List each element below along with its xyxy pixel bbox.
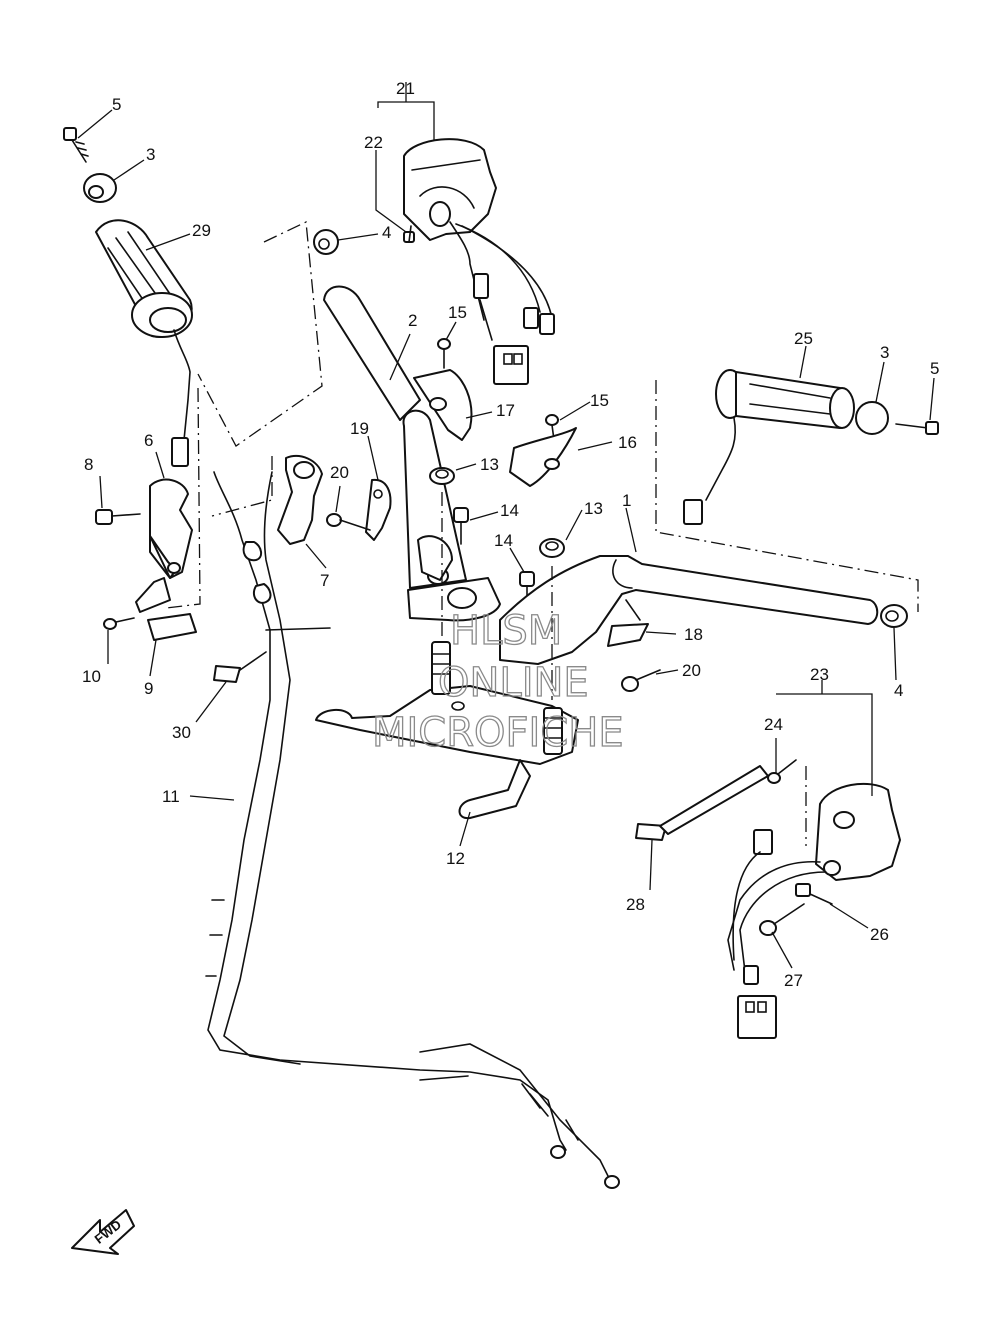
callout-13-right: 13 <box>584 499 603 518</box>
callout-15-right: 15 <box>590 391 609 410</box>
bar-end-4-right <box>880 604 908 628</box>
callout-26: 26 <box>870 925 889 944</box>
callout-4-right: 4 <box>894 681 903 700</box>
bracket-17 <box>413 369 473 441</box>
clip-18 <box>607 623 649 647</box>
cable-tie-28 <box>635 765 769 841</box>
lower-bracket-12 <box>315 641 579 820</box>
holder-7 <box>277 455 323 545</box>
holder-19 <box>365 478 392 541</box>
callout-13-left: 13 <box>480 455 499 474</box>
switch-housing-21 <box>403 138 555 385</box>
callout-19: 19 <box>350 419 369 438</box>
nut-13-right <box>539 538 565 558</box>
callout-12: 12 <box>446 849 465 868</box>
fwd-arrow: FWD <box>71 1209 135 1255</box>
indicator-lines <box>165 221 919 846</box>
bolt-20-left <box>326 513 371 531</box>
screw-26 <box>795 883 833 905</box>
callout-17: 17 <box>496 401 515 420</box>
callout-4-left: 4 <box>382 223 391 242</box>
handlebar-tube-2 <box>323 285 501 622</box>
right-grip-end-3 <box>855 401 889 435</box>
switch-assembly-23 <box>727 782 901 1039</box>
handlebar-1 <box>499 555 879 665</box>
callout-16: 16 <box>618 433 637 452</box>
callout-5-right: 5 <box>930 359 939 378</box>
callout-21: 21 <box>396 79 415 98</box>
callout-7: 7 <box>320 571 329 590</box>
callout-29: 29 <box>192 221 211 240</box>
callout-8: 8 <box>84 455 93 474</box>
callout-1: 1 <box>622 491 631 510</box>
watermark-line-1: HLSM <box>450 608 562 654</box>
bracket-16 <box>509 427 577 487</box>
left-grip-29 <box>95 219 193 467</box>
bar-end-4-left <box>313 229 339 255</box>
watermark-line-2: ONLINE <box>438 660 589 706</box>
callout-25: 25 <box>794 329 813 348</box>
callout-3-left: 3 <box>146 145 155 164</box>
callout-20-right: 20 <box>682 661 701 680</box>
bolt-15-left <box>437 338 451 369</box>
right-grip-25 <box>683 369 855 525</box>
callout-15-left: 15 <box>448 303 467 322</box>
bolt-20-right <box>621 669 661 692</box>
callout-3-right: 3 <box>880 343 889 362</box>
screw-27 <box>759 903 805 936</box>
callout-5-left: 5 <box>112 95 121 114</box>
callout-27: 27 <box>784 971 803 990</box>
watermark-line-3: MICROFICHE <box>372 710 624 756</box>
callout-24: 24 <box>764 715 783 734</box>
callout-6: 6 <box>144 431 153 450</box>
watermark: HLSM ONLINE MICROFICHE <box>371 607 624 756</box>
callout-11: 11 <box>162 787 180 806</box>
callout-14-left: 14 <box>500 501 519 520</box>
callout-23: 23 <box>810 665 829 684</box>
callout-2: 2 <box>408 311 417 330</box>
right-bolt-5 <box>895 421 939 435</box>
leader-lines <box>77 82 935 969</box>
callout-10: 10 <box>82 667 101 686</box>
callout-labels: 5 3 29 21 22 4 2 15 17 19 13 20 14 14 13… <box>82 79 939 990</box>
left-grip-end-3 <box>83 173 117 203</box>
callout-22: 22 <box>364 133 383 152</box>
holder-6 <box>149 478 193 579</box>
bolt-14-left <box>453 507 469 545</box>
cable-tie-30 <box>213 651 267 683</box>
callout-18: 18 <box>684 625 703 644</box>
callout-30: 30 <box>172 723 191 742</box>
left-bolt-5 <box>63 127 89 163</box>
switch-9 <box>135 577 197 641</box>
screw-22 <box>403 225 415 243</box>
callout-9: 9 <box>144 679 153 698</box>
callout-14-right: 14 <box>494 531 513 550</box>
throttle-cable-11 <box>205 471 620 1189</box>
bolt-8 <box>95 509 141 525</box>
bolt-15-right <box>545 414 559 441</box>
screw-10 <box>103 617 135 630</box>
callout-20-left: 20 <box>330 463 349 482</box>
nut-13-left <box>429 467 455 485</box>
callout-28: 28 <box>626 895 645 914</box>
screw-24 <box>767 759 797 784</box>
